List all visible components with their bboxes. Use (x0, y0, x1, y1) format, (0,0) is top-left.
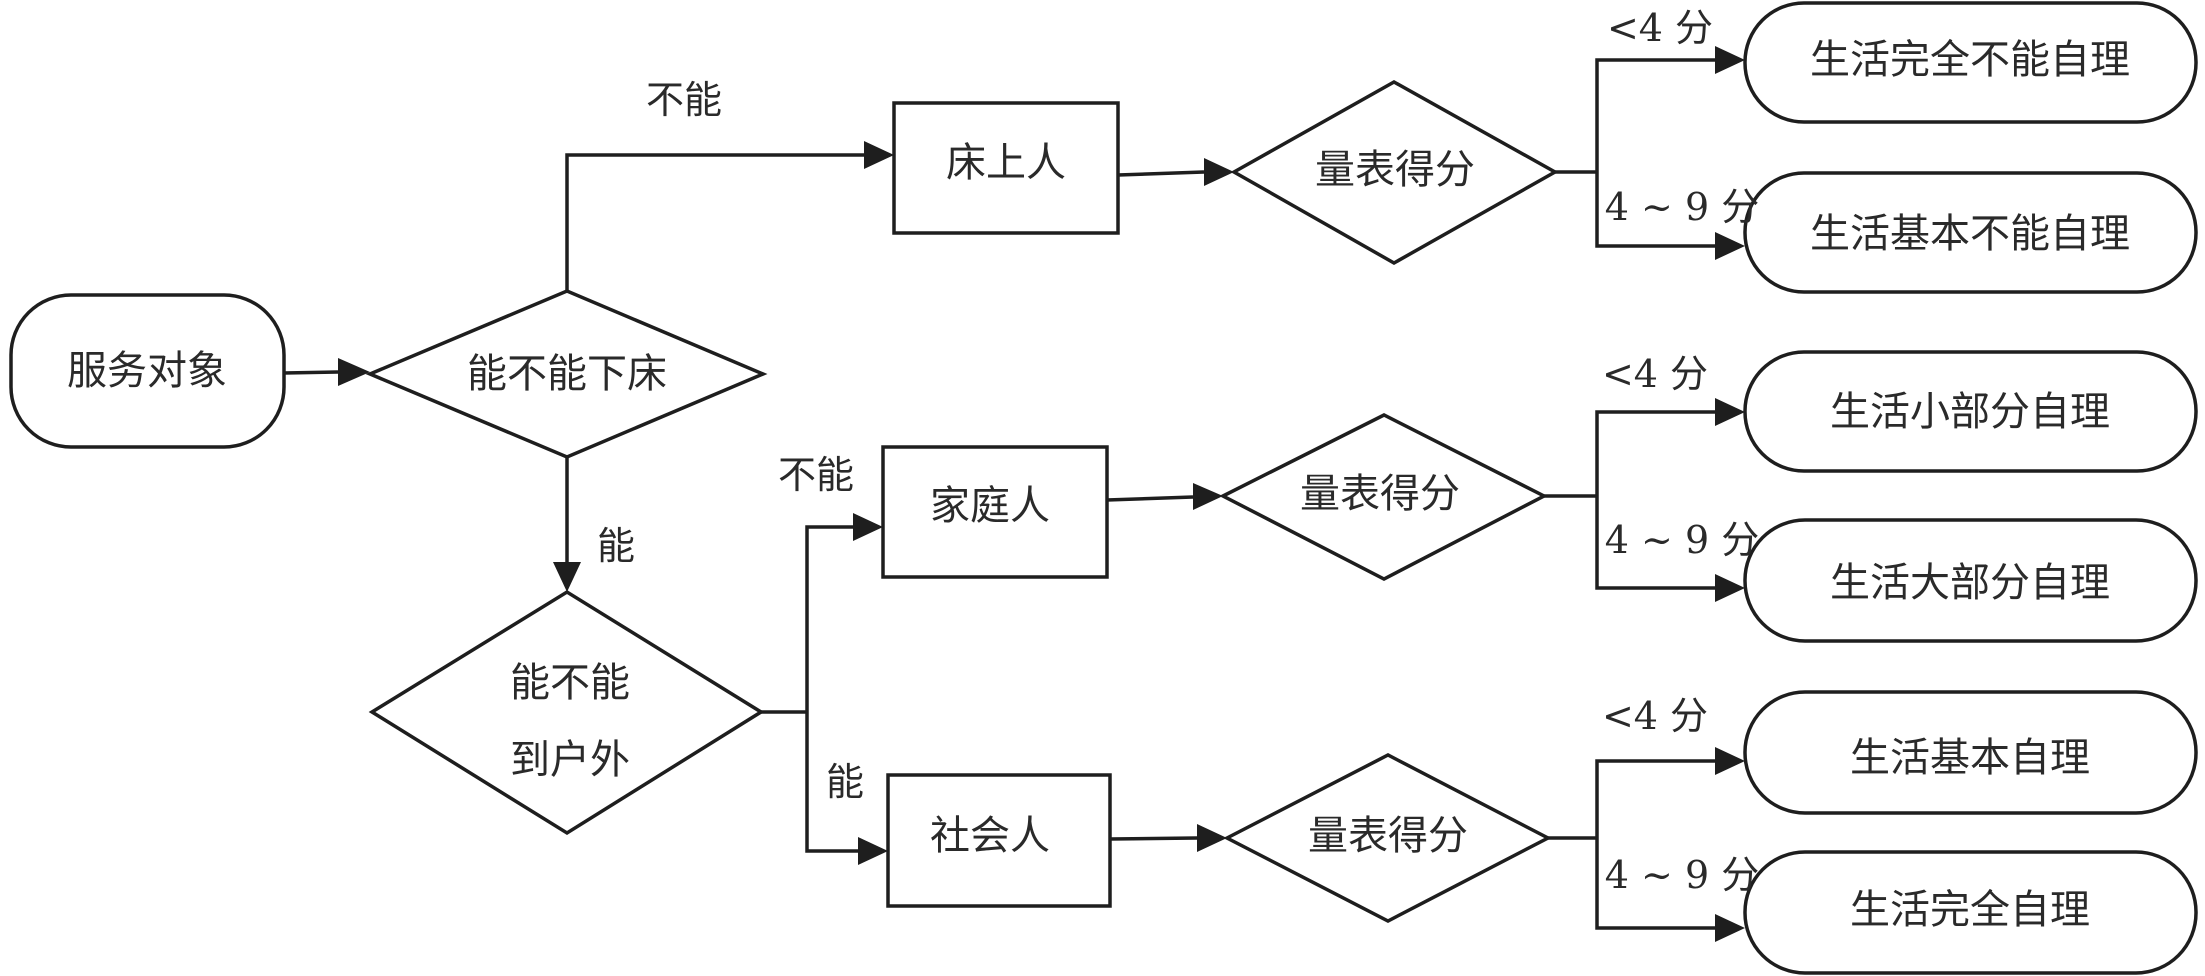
arrowhead (1715, 232, 1745, 260)
result-6-shape (1743, 850, 2198, 975)
arrowhead (858, 837, 888, 865)
bed-person-label: 床上人 (946, 140, 1066, 186)
edge-label-home-low: <4 分 (1602, 352, 1708, 396)
node-result-3: 生活小部分自理 (1743, 350, 2198, 473)
edges (283, 46, 1745, 942)
decision-outdoor-label-line2: 到户外 (510, 737, 630, 783)
node-start: 服务对象 (9, 293, 286, 449)
node-result-6: 生活完全自理 (1743, 850, 2198, 975)
score-home-shape (1219, 413, 1548, 581)
start-label: 服务对象 (67, 348, 227, 394)
arrowhead (338, 358, 370, 386)
arrowhead (853, 513, 883, 541)
score-home-label: 量表得分 (1300, 471, 1460, 517)
arrowhead (1715, 747, 1745, 775)
arrowhead (1715, 46, 1745, 74)
start-shape (9, 293, 286, 449)
node-bed-person: 床上人 (892, 101, 1120, 235)
edge-label-bed-yes: 能 (597, 524, 635, 568)
node-social-person: 社会人 (886, 773, 1112, 908)
node-home-person: 家庭人 (881, 445, 1109, 579)
edge-decision-outdoor-to-social-person (805, 712, 858, 853)
node-score-home: 量表得分 (1219, 413, 1548, 581)
social-person-shape (886, 773, 1112, 908)
edge-start-to-decision-bed (283, 370, 339, 375)
result-3-label: 生活小部分自理 (1830, 389, 2110, 435)
decision-bed-label: 能不能下床 (467, 351, 667, 397)
result-5-shape (1743, 690, 2198, 815)
arrowhead (1715, 914, 1745, 942)
result-3-shape (1743, 350, 2198, 473)
home-person-label: 家庭人 (930, 483, 1050, 529)
edge-home-person-to-score (1106, 495, 1194, 502)
decision-outdoor-label-line1: 能不能 (510, 660, 630, 706)
edge-labels: 不能 能 不能 能 <4 分 4 ~ 9 分 <4 分 4 ~ 9 分 <4 分… (597, 6, 1759, 897)
home-person-shape (881, 445, 1109, 579)
arrowhead (1193, 483, 1223, 510)
edge-social-person-to-score (1109, 836, 1198, 841)
edge-label-home-mid: 4 ~ 9 分 (1605, 518, 1759, 562)
node-result-4: 生活大部分自理 (1743, 518, 2198, 643)
node-result-1: 生活完全不能自理 (1743, 1, 2198, 124)
node-score-bed: 量表得分 (1230, 79, 1559, 266)
score-social-shape (1223, 753, 1552, 923)
edge-label-outdoor-no: 不能 (778, 453, 854, 497)
edge-score-home-to-result-3 (1595, 410, 1715, 496)
node-decision-bed: 能不能下床 (365, 289, 768, 459)
edge-score-home-to-result-4 (1595, 496, 1715, 590)
node-score-social: 量表得分 (1223, 753, 1552, 923)
score-bed-shape (1230, 79, 1559, 266)
result-4-shape (1743, 518, 2198, 643)
edge-score-bed-to-result-2 (1595, 172, 1715, 248)
node-result-5: 生活基本自理 (1743, 690, 2198, 815)
social-person-label: 社会人 (930, 813, 1050, 859)
edge-label-social-mid: 4 ~ 9 分 (1605, 853, 1759, 897)
edge-label-bed-mid: 4 ~ 9 分 (1605, 185, 1759, 229)
edge-score-social-to-result-5 (1595, 759, 1715, 838)
result-2-shape (1743, 171, 2198, 294)
result-5-label: 生活基本自理 (1850, 735, 2090, 781)
arrowhead (1715, 574, 1745, 602)
result-1-label: 生活完全不能自理 (1810, 37, 2130, 83)
score-bed-label: 量表得分 (1315, 147, 1475, 193)
result-6-label: 生活完全自理 (1850, 887, 2090, 933)
edge-label-bed-no: 不能 (646, 78, 722, 122)
decision-bed-shape (365, 289, 768, 459)
node-decision-outdoor: 能不能 到户外 (368, 589, 765, 836)
result-2-label: 生活基本不能自理 (1810, 211, 2130, 257)
result-4-label: 生活大部分自理 (1830, 560, 2110, 606)
score-social-label: 量表得分 (1308, 813, 1468, 859)
arrowhead (1204, 158, 1234, 186)
node-result-2: 生活基本不能自理 (1743, 171, 2198, 294)
edge-label-social-low: <4 分 (1602, 694, 1708, 738)
bed-person-shape (892, 101, 1120, 235)
decision-outdoor-shape (368, 589, 765, 836)
arrowhead (553, 562, 581, 592)
arrowhead (1197, 824, 1227, 852)
edge-label-bed-low: <4 分 (1607, 6, 1713, 50)
arrowhead (1715, 398, 1745, 426)
edge-label-outdoor-yes: 能 (826, 760, 864, 804)
result-1-shape (1743, 1, 2198, 124)
arrowhead (864, 141, 894, 169)
edge-decision-outdoor-to-home-person (805, 525, 853, 712)
edge-score-social-to-result-6 (1595, 838, 1715, 930)
edge-score-bed-to-result-1 (1595, 58, 1715, 172)
edge-decision-bed-to-bed-person (565, 153, 864, 291)
edge-bed-person-to-score (1117, 170, 1205, 177)
